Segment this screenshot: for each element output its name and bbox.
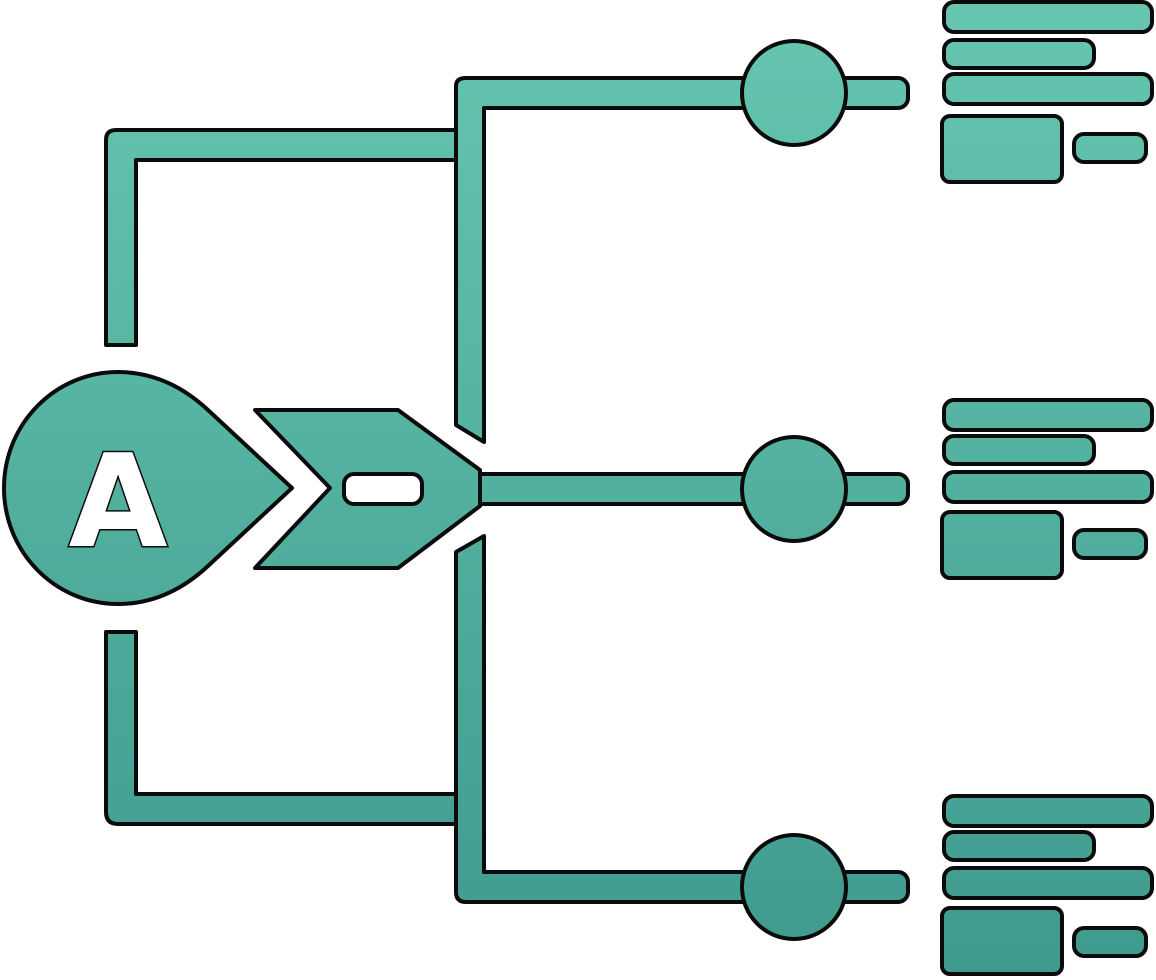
- branch-node-middle: [740, 435, 910, 543]
- root-badge: A: [2, 370, 294, 606]
- outer-bracket-lower: [104, 630, 464, 826]
- minus-pill: [342, 472, 424, 506]
- trunk-lower: [454, 534, 762, 904]
- chevron-arrow-icon: [253, 408, 482, 570]
- detail-block-bottom: [940, 794, 1154, 976]
- detail-block-middle: [940, 398, 1154, 580]
- detail-block-top: [940, 0, 1154, 184]
- branch-node-bottom: [740, 833, 910, 941]
- root-letter: A: [68, 428, 167, 577]
- trunk-upper: [454, 76, 762, 444]
- middle-connector: [468, 472, 772, 506]
- outer-bracket-upper: [104, 128, 464, 347]
- branch-node-top: [740, 39, 910, 147]
